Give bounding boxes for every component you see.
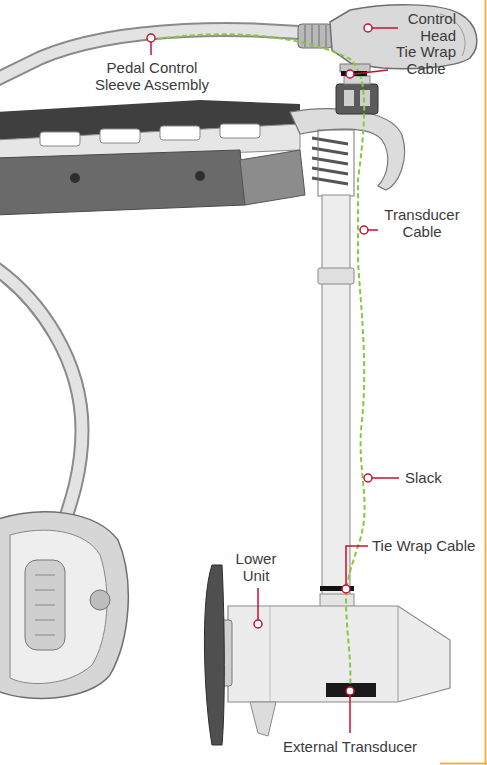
control-head [298, 5, 477, 114]
transducer-cable [346, 74, 365, 690]
external-transducer [326, 683, 376, 697]
part-label: Slack [405, 469, 442, 486]
part-label: Lower Unit [229, 550, 284, 584]
part-label: Tie Wrap Cable [372, 537, 475, 554]
leader-markers [147, 24, 372, 695]
part-label: Control Head [381, 10, 456, 44]
lower-unit [204, 565, 450, 745]
part-label: Tie Wrap Cable [389, 43, 464, 77]
frame-edge [440, 763, 487, 765]
leader-lines [151, 28, 399, 733]
shaft-collar [318, 268, 354, 284]
pedal-sleeve [0, 268, 82, 535]
frame-edge [485, 0, 487, 765]
pedal-sleeve [0, 268, 82, 535]
foot-pedal [0, 512, 128, 699]
part-label: External Transducer [283, 738, 417, 755]
shaft [322, 195, 350, 600]
part-label: Transducer Cable [377, 206, 467, 240]
part-label: Pedal Control Sleeve Assembly [87, 59, 217, 93]
